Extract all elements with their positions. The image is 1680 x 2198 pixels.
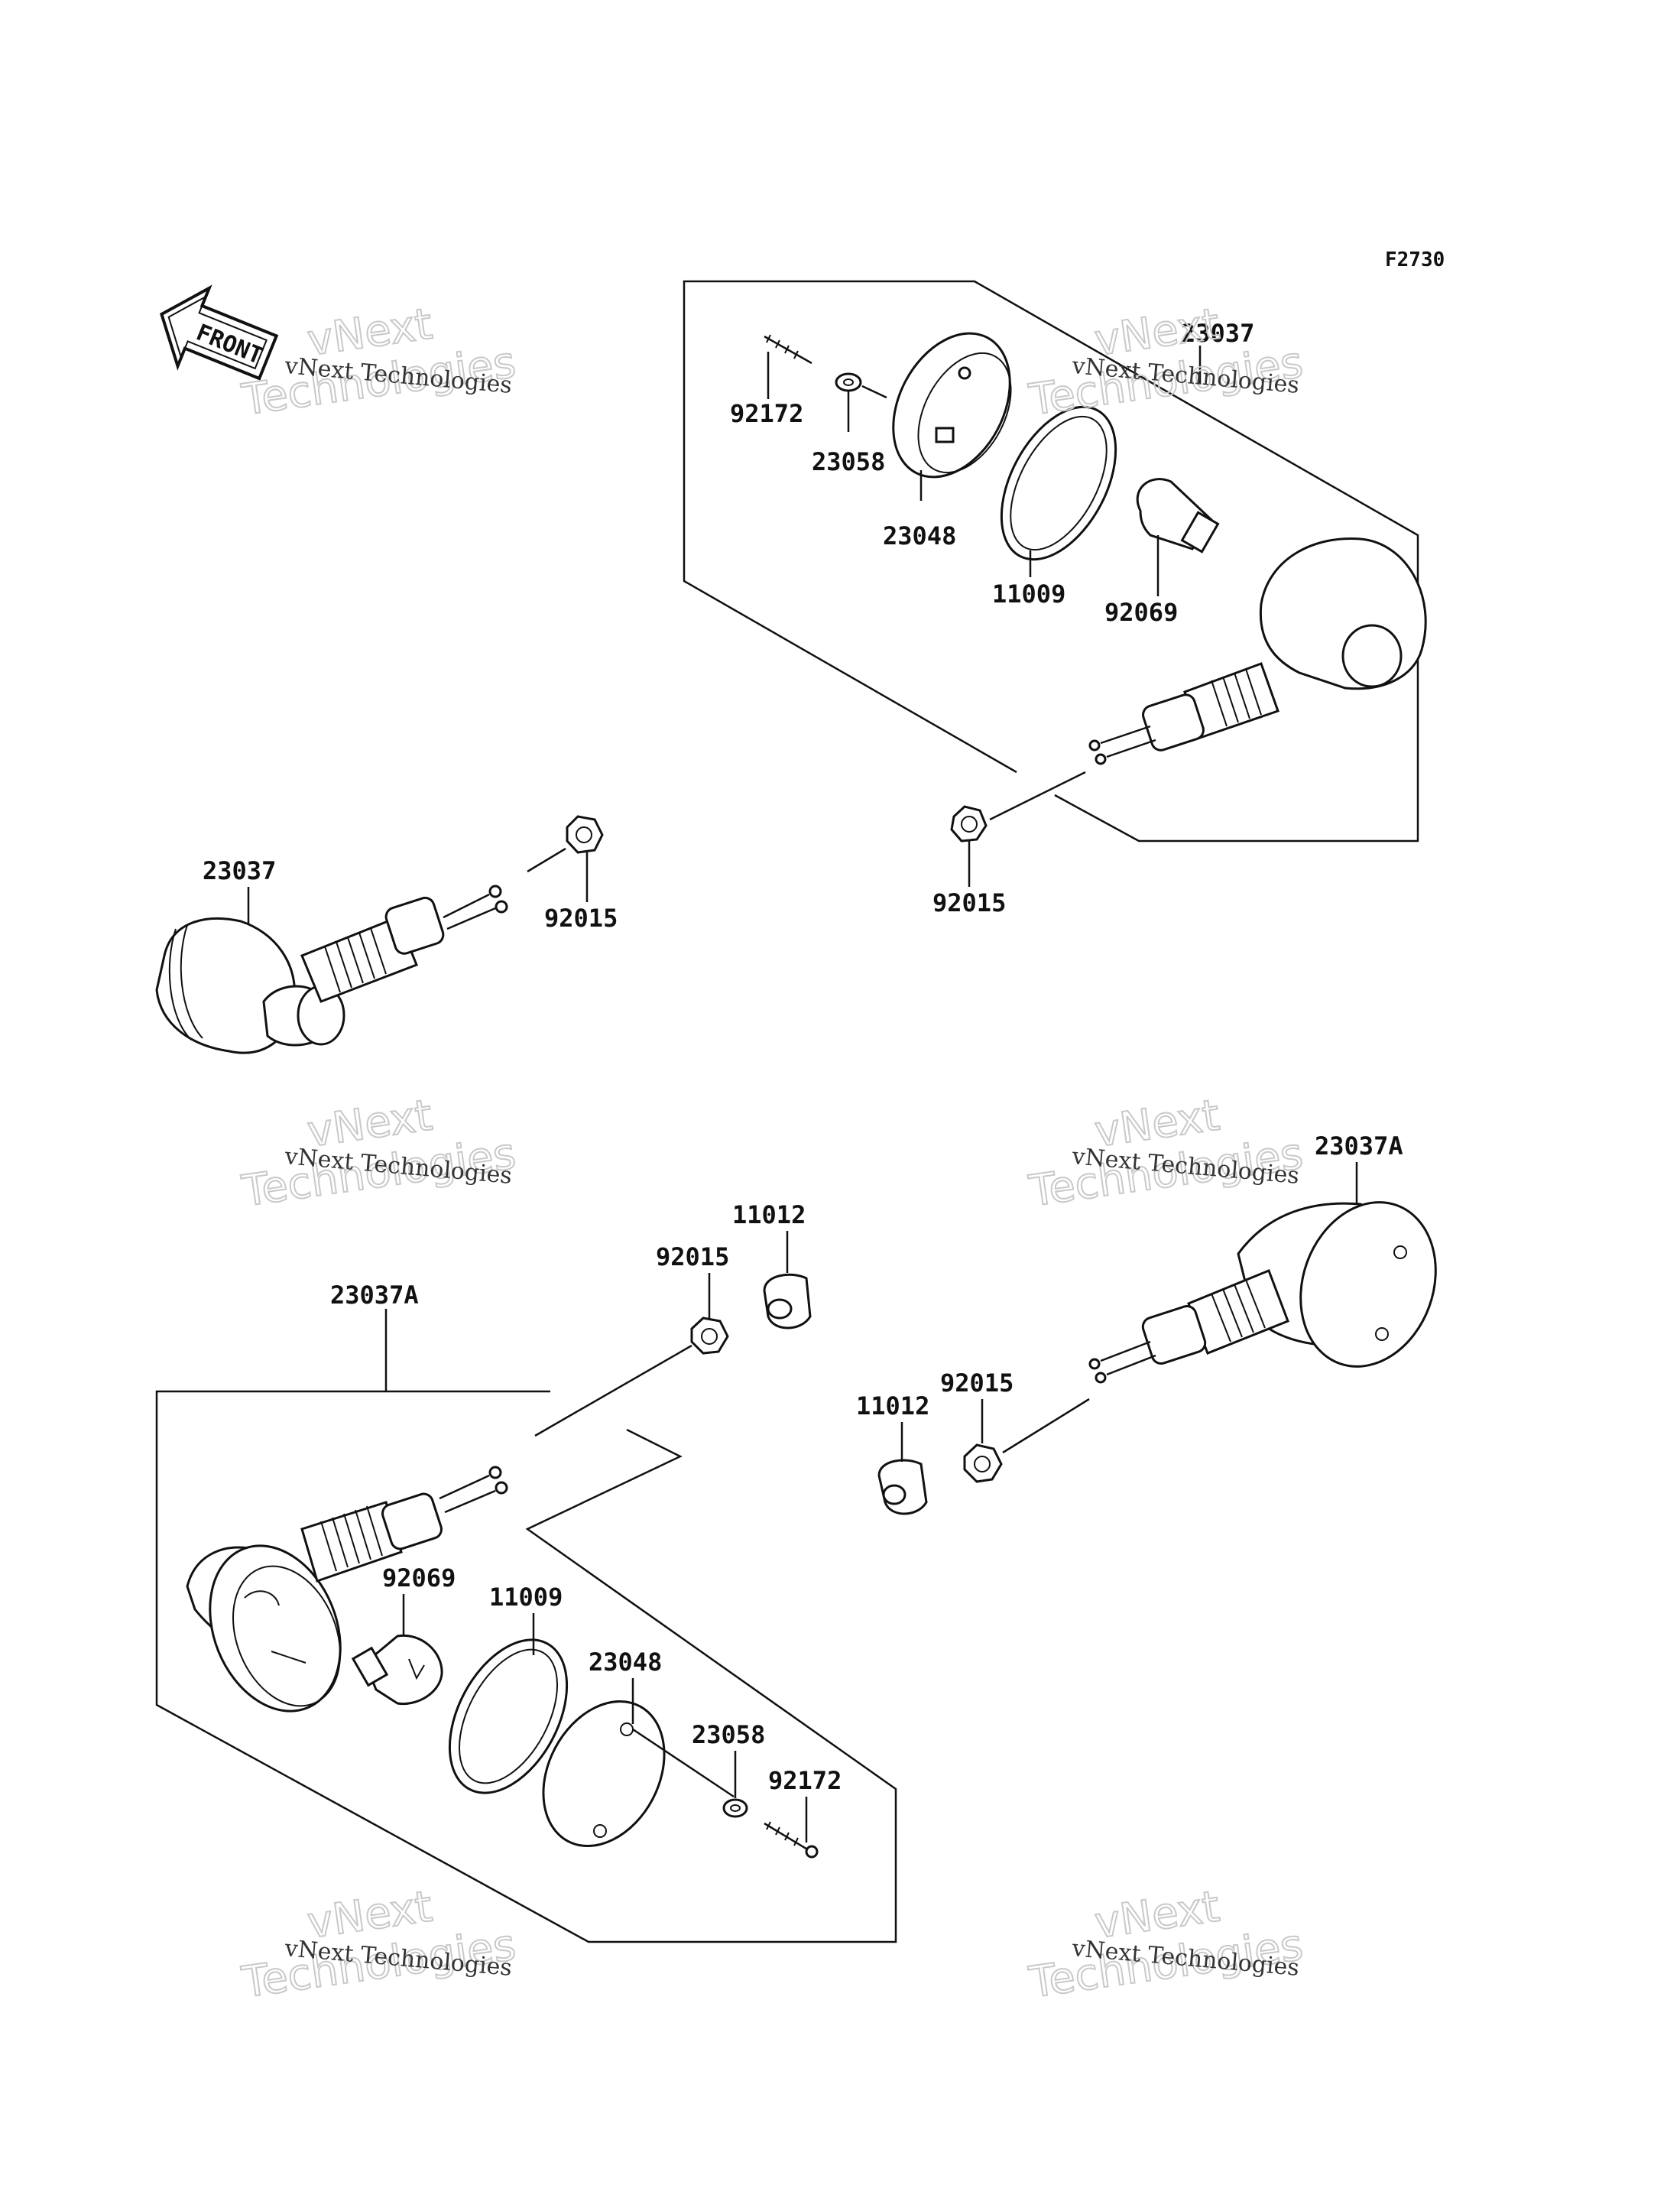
upper-right-group-box	[683, 280, 1419, 843]
screw-part	[764, 1797, 819, 1859]
label-gasket: 11009	[992, 580, 1065, 609]
label-nut: 92015	[932, 888, 1006, 917]
washer-part	[835, 372, 887, 432]
nut-part	[963, 1398, 1090, 1483]
gasket-part	[1000, 405, 1117, 577]
label-spacer: 11012	[856, 1391, 929, 1420]
lens-part	[542, 1678, 735, 1848]
label-bulb: 92069	[382, 1563, 456, 1592]
label-gasket: 11009	[489, 1583, 563, 1612]
lower-left-assembly: 23037A 92015 11012 92069 11009 23048 230…	[155, 1200, 897, 1943]
watermark-group: vNext Technologies vNext Technologies vN…	[238, 298, 1306, 2008]
nut-part	[950, 771, 1086, 887]
spacer-part	[877, 1422, 928, 1515]
figure-code: F2730	[1385, 248, 1445, 271]
lower-left-group-box	[155, 1390, 897, 1943]
bulb-part	[1136, 478, 1220, 596]
label-spacer: 11012	[732, 1200, 806, 1229]
label-nut: 92015	[940, 1368, 1014, 1398]
label-lamp: 23037	[1181, 319, 1254, 348]
label-screw: 92172	[730, 399, 803, 428]
nut-part	[527, 815, 604, 902]
label-lamp: 23037	[203, 856, 276, 885]
label-lamp: 23037A	[330, 1281, 419, 1310]
screw-part	[764, 334, 812, 399]
label-nut: 92015	[656, 1242, 729, 1271]
label-screw: 92172	[768, 1766, 842, 1795]
label-lamp: 23037A	[1315, 1131, 1403, 1161]
spacer-part	[763, 1231, 812, 1330]
turn-signal-housing-lower-right	[1088, 1201, 1437, 1384]
label-washer: 23058	[692, 1720, 765, 1749]
label-bulb: 92069	[1104, 598, 1178, 627]
lower-right-assembly: 23037A 92015 11012	[856, 1131, 1437, 1515]
label-lens: 23048	[589, 1648, 662, 1677]
upper-right-assembly: 23037 92172 23058 23048 11009 92069 9201…	[683, 280, 1427, 917]
nut-part	[534, 1273, 729, 1437]
turn-signal-housing-upper-right	[1088, 537, 1427, 765]
washer-part	[722, 1751, 748, 1818]
lens-part	[892, 332, 1012, 501]
label-nut: 92015	[544, 904, 618, 933]
turn-signal-housing-upper-left	[155, 885, 508, 1054]
label-lens: 23048	[883, 521, 956, 550]
bulb-part	[351, 1594, 443, 1706]
front-arrow-icon: FRONT	[160, 284, 279, 381]
turn-signal-housing-lower-left	[186, 1466, 508, 1713]
gasket-part	[448, 1613, 569, 1794]
label-washer: 23058	[812, 447, 885, 476]
upper-left-assembly: 23037 92015	[155, 815, 618, 1054]
